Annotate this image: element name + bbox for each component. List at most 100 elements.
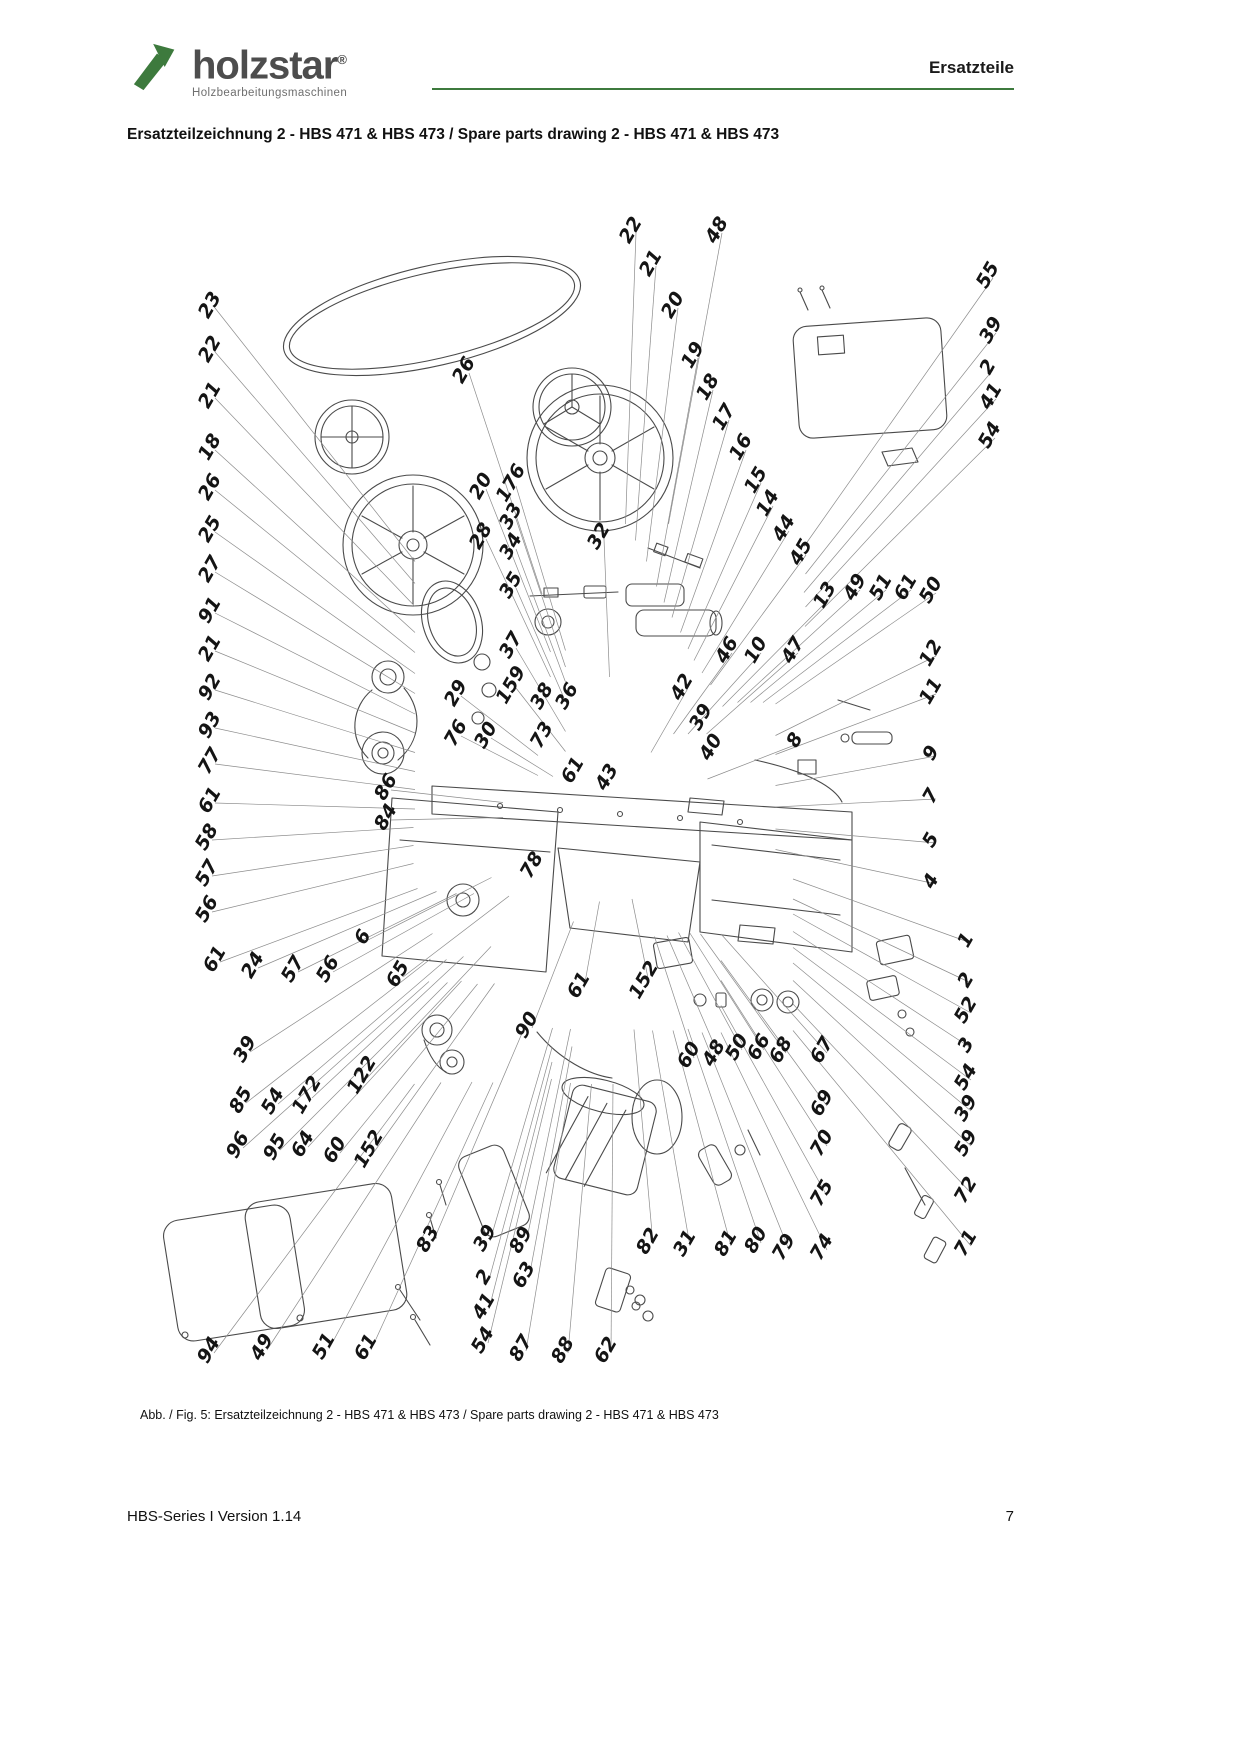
figure-caption: Abb. / Fig. 5: Ersatzteilzeichnung 2 - H…	[140, 1408, 719, 1422]
leader-line	[525, 1082, 571, 1352]
leader-line	[720, 960, 828, 1107]
part-number-label: 93	[194, 708, 226, 742]
band-wheel-upper	[526, 384, 674, 532]
leader-line	[656, 357, 699, 587]
exploded-drawing: 2322211826252791219293776158575661245756…	[163, 213, 1007, 1367]
part-number-label: 57	[277, 951, 310, 986]
leader-line	[693, 505, 774, 661]
leader-line	[631, 898, 650, 984]
leader-line	[307, 980, 462, 1148]
leader-line	[390, 789, 504, 803]
part-number-label: 12	[915, 636, 947, 670]
leader-line	[750, 589, 887, 703]
part-number-label: 18	[692, 370, 724, 404]
leader-line	[460, 735, 539, 776]
leader-line	[652, 1030, 691, 1247]
part-number-label: 75	[806, 1176, 838, 1210]
leader-line	[266, 1082, 442, 1351]
leader-line	[792, 1003, 972, 1194]
leader-lines	[211, 232, 997, 1354]
part-number-label: 92	[194, 670, 226, 704]
part-number-label: 39	[975, 313, 1007, 347]
part-number-label: 91	[194, 593, 226, 627]
leader-line	[805, 332, 997, 575]
part-number-label: 7	[918, 784, 944, 807]
leader-line	[673, 652, 733, 735]
leader-line	[279, 982, 448, 1151]
part-number-label: 22	[615, 213, 647, 247]
leader-line	[245, 958, 431, 1104]
part-number-label: 57	[191, 855, 224, 890]
part-number-label: 48	[700, 213, 733, 248]
leader-line	[654, 936, 695, 1059]
leader-line	[214, 612, 416, 715]
leader-line	[214, 802, 416, 810]
part-number-label: 40	[694, 730, 727, 765]
part-number-label: 2	[471, 1266, 497, 1288]
leader-line	[722, 597, 831, 707]
leader-line	[700, 933, 787, 1054]
part-number-label: 2	[975, 356, 1001, 378]
brand-name: holzstar®	[192, 43, 347, 88]
header-divider	[432, 88, 1014, 90]
leader-line	[687, 1028, 762, 1244]
leader-line	[567, 1083, 592, 1354]
part-number-label: 17	[708, 399, 741, 434]
leader-line	[211, 845, 414, 877]
leader-line	[775, 592, 937, 705]
leader-line	[488, 1061, 553, 1310]
part-number-label: 85	[225, 1083, 257, 1117]
leader-line	[804, 437, 996, 627]
part-number-label: 61	[194, 783, 226, 817]
leader-line	[366, 946, 492, 1079]
leader-line	[775, 849, 937, 885]
leader-line	[687, 652, 762, 735]
part-number-label: 43	[590, 760, 623, 795]
part-number-label: 88	[547, 1333, 579, 1367]
part-number-label: 67	[806, 1032, 839, 1067]
leader-line	[485, 488, 551, 653]
leader-line	[219, 888, 418, 963]
leader-line	[633, 1029, 654, 1245]
part-number-label: 56	[312, 952, 344, 986]
part-number-label: 1	[953, 929, 979, 951]
part-number-label: 63	[508, 1258, 540, 1292]
section-label: Ersatzteile	[928, 58, 1014, 77]
part-number-label: 72	[950, 1173, 982, 1207]
part-number-label: 11	[915, 674, 947, 708]
part-number-label: 71	[950, 1226, 982, 1260]
part-number-label: 36	[551, 679, 583, 713]
part-number-label: 96	[222, 1128, 254, 1162]
leader-line	[214, 650, 416, 734]
footer-page-number: 7	[1005, 1508, 1014, 1525]
leader-line	[515, 647, 566, 732]
part-number-label: 13	[809, 578, 841, 612]
leader-line	[775, 655, 937, 736]
holzstar-logo: holzstar® Holzbearbeitungsmaschinen	[128, 40, 347, 99]
part-number-label: 46	[710, 633, 743, 668]
leader-line	[339, 983, 478, 1154]
part-number-label: 21	[635, 246, 667, 280]
leader-line	[214, 351, 416, 584]
leader-line	[663, 389, 714, 603]
part-number-label: 152	[624, 957, 663, 1002]
part-number-label: 27	[194, 551, 227, 586]
leader-line	[625, 232, 637, 525]
leader-line	[792, 962, 972, 1112]
leader-line	[528, 1046, 573, 1279]
frame-body	[381, 785, 853, 973]
handwheel-left	[314, 399, 390, 475]
part-number-label: 6	[350, 926, 376, 948]
leader-line	[525, 1028, 571, 1244]
leader-line	[792, 898, 972, 984]
part-number-label: 3	[953, 1034, 979, 1056]
leader-line	[311, 956, 464, 1099]
blade-guide-assembly	[529, 542, 723, 637]
part-number-label: 80	[740, 1223, 772, 1257]
part-number-label: 61	[557, 753, 589, 787]
part-number-label: 26	[194, 470, 226, 504]
leader-line	[680, 449, 747, 633]
leader-line	[689, 932, 765, 1051]
page-title: Ersatzteilzeichnung 2 - HBS 471 & HBS 47…	[127, 126, 780, 143]
